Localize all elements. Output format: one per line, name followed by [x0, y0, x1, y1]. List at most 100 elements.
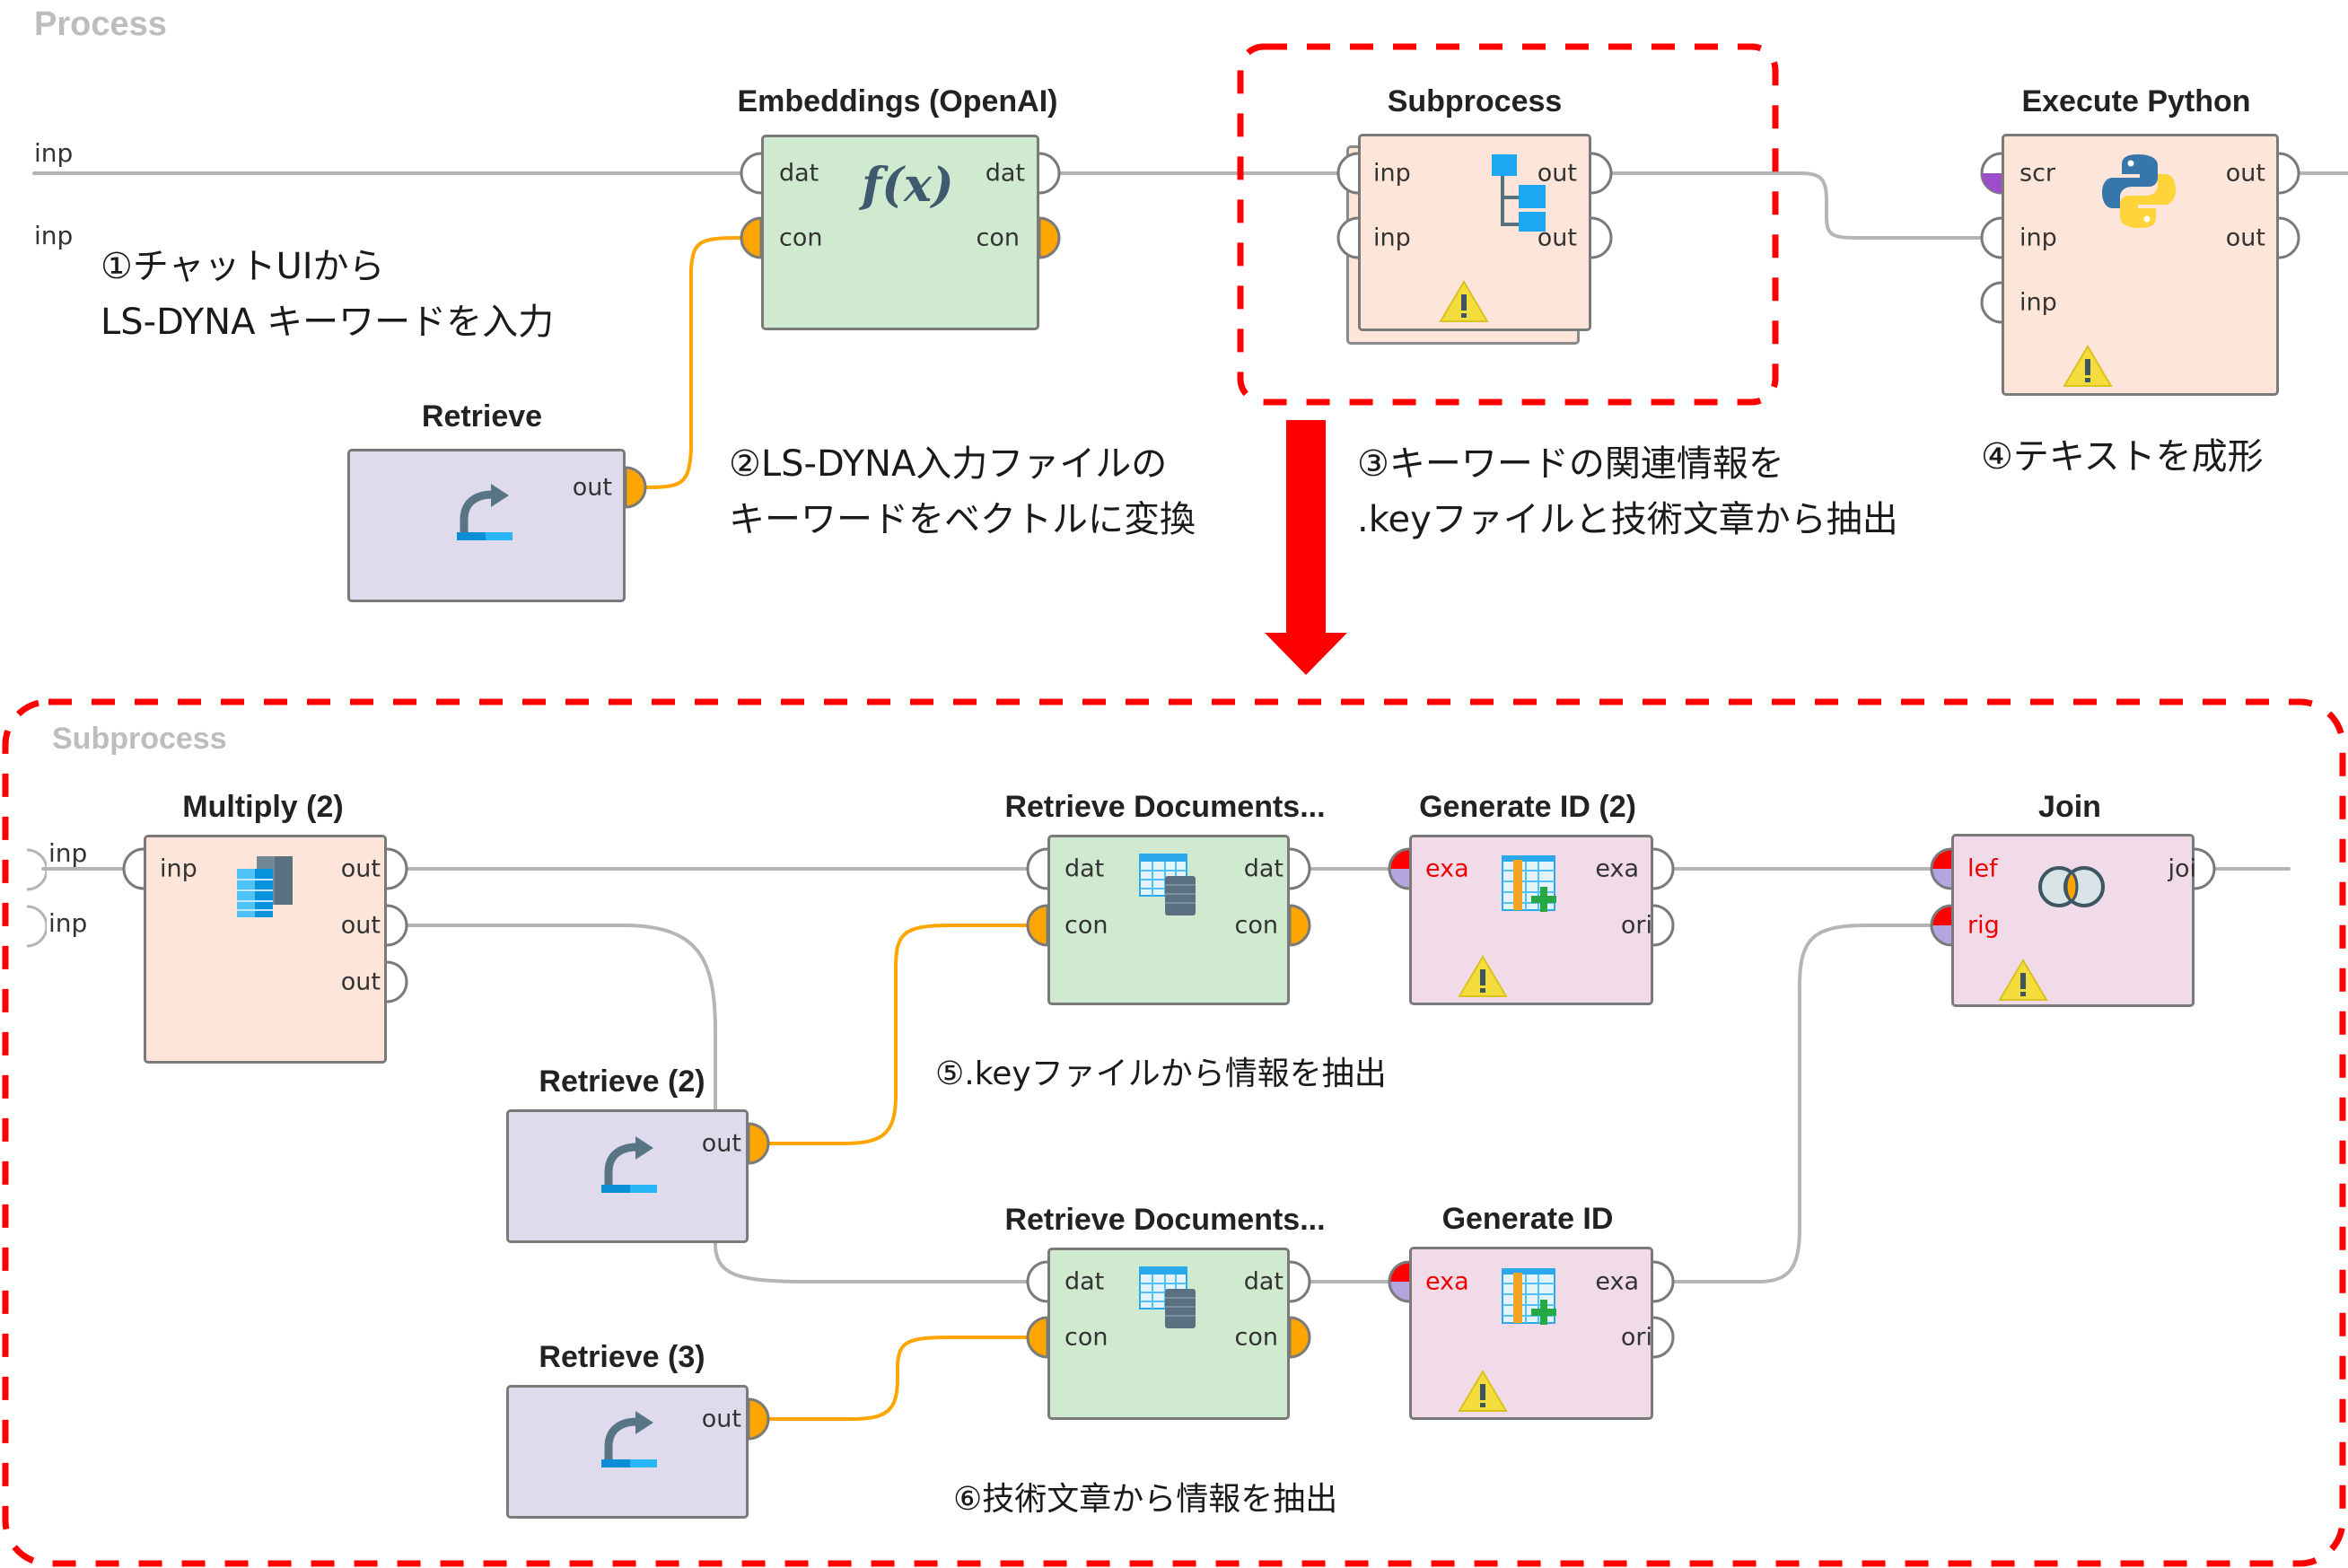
generate-id-exa-out-port[interactable] — [1653, 1259, 1680, 1304]
generate-id-2-exa-in-port[interactable] — [1382, 846, 1409, 891]
python-inp-2-label: inp — [2019, 288, 2057, 317]
retrieve-3-node-title: Retrieve (3) — [539, 1340, 705, 1374]
connection-multiply-out2-to-retrieve-docs-2 — [404, 924, 1029, 1283]
retrieve-docs-1-dat-out-port[interactable] — [1290, 846, 1317, 891]
step3-note-line2: .keyファイルと技術文章から抽出 — [1357, 499, 1898, 540]
connection-subprocess-out-to-python-inp — [1609, 171, 1983, 240]
multiply-out-2-port[interactable] — [387, 903, 414, 948]
retrieve-out-port[interactable] — [626, 465, 653, 510]
subprocess-outer-inp-2-label: inp — [48, 908, 88, 938]
subprocess-inp-1-label: inp — [1373, 159, 1411, 188]
embeddings-dat-out-port[interactable] — [1039, 151, 1066, 196]
retrieve-docs-2-dat-out-label: dat — [1243, 1267, 1284, 1296]
retrieve-docs-1-dat-in-port[interactable] — [1021, 846, 1047, 891]
generate-id-node[interactable] — [1409, 1247, 1653, 1420]
subprocess-node[interactable] — [1358, 134, 1591, 331]
step2-note-line2: キーワードをベクトルに変換 — [729, 499, 1196, 540]
step2-note: ②LS-DYNA入力ファイルの キーワードをベクトルに変換 — [729, 436, 1196, 547]
retrieve-docs-2-dat-out-port[interactable] — [1290, 1259, 1317, 1304]
step3-note-line1: ③キーワードの関連情報を — [1357, 443, 1784, 485]
join-node[interactable] — [1951, 834, 2195, 1007]
python-scr-port[interactable] — [1975, 151, 2002, 196]
python-inp-2-port[interactable] — [1975, 280, 2002, 325]
multiply-out-2-label: out — [340, 911, 381, 940]
generate-id-2-node-title: Generate ID (2) — [1419, 790, 1636, 824]
join-rig-port[interactable] — [1924, 903, 1951, 948]
retrieve-3-out-port[interactable] — [749, 1397, 775, 1441]
retrieve-2-node[interactable] — [506, 1109, 749, 1243]
retrieve-node[interactable] — [347, 449, 626, 602]
subprocess-out-1-port[interactable] — [1591, 151, 1618, 196]
generate-id-warning-icon[interactable] — [1458, 1370, 1508, 1413]
retrieve-arrow-icon — [457, 484, 513, 540]
subprocess-out-2-port[interactable] — [1591, 215, 1618, 260]
retrieve-2-out-label: out — [701, 1129, 741, 1158]
retrieve-docs-1-node-title: Retrieve Documents... — [1004, 790, 1326, 824]
retrieve-arrow-icon — [601, 1411, 657, 1467]
subprocess-inp-1-port[interactable] — [1331, 151, 1358, 196]
expand-arrow-icon — [1265, 420, 1347, 675]
subprocess-detail-highlight-box — [2, 698, 2346, 1567]
multiply-inp-port[interactable] — [117, 846, 144, 891]
generate-id-2-exa-in-label: exa — [1425, 854, 1469, 883]
join-lef-port[interactable] — [1924, 846, 1951, 891]
retrieve-3-node[interactable] — [506, 1385, 749, 1519]
python-warning-icon[interactable] — [2063, 345, 2113, 388]
python-out-1-port[interactable] — [2279, 151, 2306, 196]
retrieve-arrow-icon — [601, 1136, 657, 1193]
generate-id-2-ori-out-port[interactable] — [1653, 903, 1680, 948]
retrieve-docs-2-con-in-port[interactable] — [1021, 1315, 1047, 1360]
join-rig-label: rig — [1967, 911, 2000, 940]
multiply-out-3-port[interactable] — [387, 959, 414, 1004]
python-out-2-port[interactable] — [2279, 215, 2306, 260]
multiply-copies-icon — [237, 856, 293, 917]
retrieve-docs-2-con-out-port[interactable] — [1290, 1315, 1317, 1360]
table-add-column-icon — [1502, 855, 1556, 912]
step3-note: ③キーワードの関連情報を .keyファイルと技術文章から抽出 — [1357, 436, 1898, 547]
step1-note-line1: ①チャットUIから — [101, 246, 385, 287]
multiply-out-1-port[interactable] — [387, 846, 414, 891]
subprocess-outer-inp-1-port[interactable] — [25, 847, 47, 892]
embeddings-con-out-port[interactable] — [1039, 215, 1066, 260]
retrieve-docs-2-node-title: Retrieve Documents... — [1004, 1203, 1326, 1237]
retrieve-docs-1-dat-out-label: dat — [1243, 854, 1284, 883]
python-inp-1-port[interactable] — [1975, 215, 2002, 260]
generate-id-2-exa-out-port[interactable] — [1653, 846, 1680, 891]
subprocess-node-title: Subprocess — [1387, 84, 1563, 118]
retrieve-2-out-port[interactable] — [749, 1121, 775, 1166]
python-inp-1-label: inp — [2019, 223, 2057, 252]
embeddings-con-in-port[interactable] — [734, 215, 761, 260]
join-lef-label: lef — [1967, 854, 1998, 883]
join-node-title: Join — [2038, 790, 2101, 824]
retrieve-docs-1-dat-in-label: dat — [1064, 854, 1105, 883]
generate-id-exa-in-port[interactable] — [1382, 1259, 1409, 1304]
multiply-out-1-label: out — [340, 854, 381, 883]
subprocess-outer-inp-2-port[interactable] — [25, 904, 47, 949]
subprocess-out-1-label: out — [1537, 159, 1577, 188]
subprocess-section-label: Subprocess — [52, 722, 227, 756]
subprocess-inp-2-port[interactable] — [1331, 215, 1358, 260]
subprocess-warning-icon[interactable] — [1439, 280, 1489, 323]
embeddings-node[interactable] — [761, 135, 1039, 330]
retrieve-docs-1-con-in-port[interactable] — [1021, 903, 1047, 948]
embeddings-dat-out-label: dat — [985, 159, 1025, 188]
generate-id-ori-out-port[interactable] — [1653, 1315, 1680, 1360]
retrieve-3-out-label: out — [701, 1405, 741, 1433]
generate-id-2-ori-out-label: ori — [1620, 911, 1652, 940]
embeddings-dat-in-port[interactable] — [734, 151, 761, 196]
retrieve-docs-1-con-out-port[interactable] — [1290, 903, 1317, 948]
join-warning-icon[interactable] — [1998, 959, 2048, 1002]
generate-id-2-warning-icon[interactable] — [1458, 955, 1508, 998]
python-scr-label: scr — [2019, 159, 2056, 188]
join-joi-port[interactable] — [2195, 846, 2221, 891]
table-add-column-icon — [1502, 1268, 1556, 1325]
connection-retrieve-to-embeddings-con — [643, 236, 742, 489]
retrieve-docs-2-dat-in-port[interactable] — [1021, 1259, 1047, 1304]
retrieve-docs-1-con-in-label: con — [1064, 911, 1108, 940]
connection-retrieve2-to-retrieve-docs-1-con — [766, 924, 1029, 1145]
embeddings-dat-in-label: dat — [779, 159, 819, 188]
connection-generate-id-to-join-rig — [1672, 924, 1933, 1283]
multiply-node-title: Multiply (2) — [182, 790, 344, 824]
join-joi-label: joi — [2168, 854, 2196, 883]
